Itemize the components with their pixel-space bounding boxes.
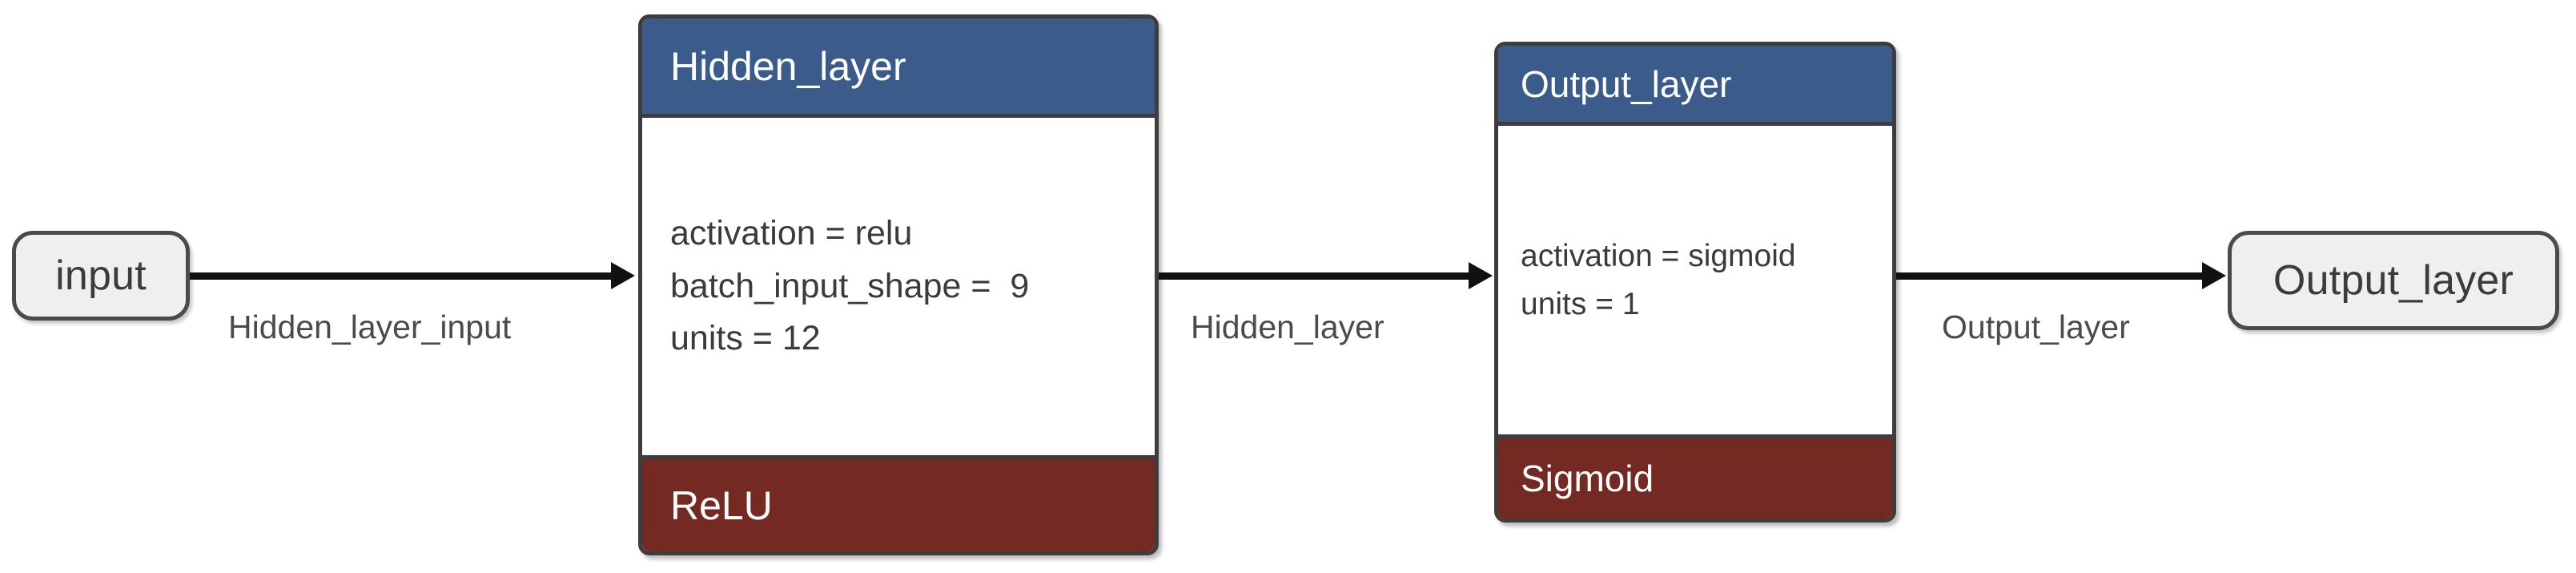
layer-footer-label: Sigmoid [1521,458,1654,499]
edge-output-to-terminal-arrowhead [2202,262,2226,289]
edge-hidden-to-output-line [1159,272,1471,280]
node-output-terminal[interactable]: Output_layer [2228,231,2559,330]
node-input[interactable]: input [12,231,190,321]
edge-output-to-terminal-line [1896,272,2204,280]
edge-input-to-hidden-arrowhead [611,262,635,289]
param-units: units = 12 [670,319,821,358]
layer-footer-output-layer: Sigmoid [1498,434,1892,519]
layer-header-label: Output_layer [1521,63,1732,105]
layer-footer-label: ReLU [670,482,773,528]
edge-label-output-layer: Output_layer [1942,309,2130,345]
node-input-label: input [55,252,147,299]
edge-label-hidden-layer-input: Hidden_layer_input [228,309,512,345]
layer-card-hidden-layer[interactable]: Hidden_layer activation = relu batch_inp… [638,14,1159,555]
edge-input-to-hidden-line [190,272,613,280]
layer-body-output-layer: activation = sigmoid units = 1 [1498,126,1892,434]
layer-header-output-layer: Output_layer [1498,46,1892,126]
param-batch-input-shape: batch_input_shape = 9 [670,266,1030,305]
param-activation: activation = sigmoid [1521,239,1796,274]
edge-label-hidden-layer: Hidden_layer [1191,309,1384,345]
param-activation: activation = relu [670,214,913,253]
layer-body-hidden-layer: activation = relu batch_input_shape = 9 … [642,118,1155,455]
node-output-terminal-label: Output_layer [2273,257,2514,304]
layer-header-hidden-layer: Hidden_layer [642,18,1155,118]
layer-footer-hidden-layer: ReLU [642,455,1155,551]
layer-header-label: Hidden_layer [670,43,906,89]
layer-card-output-layer[interactable]: Output_layer activation = sigmoid units … [1494,42,1896,523]
edge-hidden-to-output-arrowhead [1469,262,1493,289]
param-units: units = 1 [1521,286,1640,321]
